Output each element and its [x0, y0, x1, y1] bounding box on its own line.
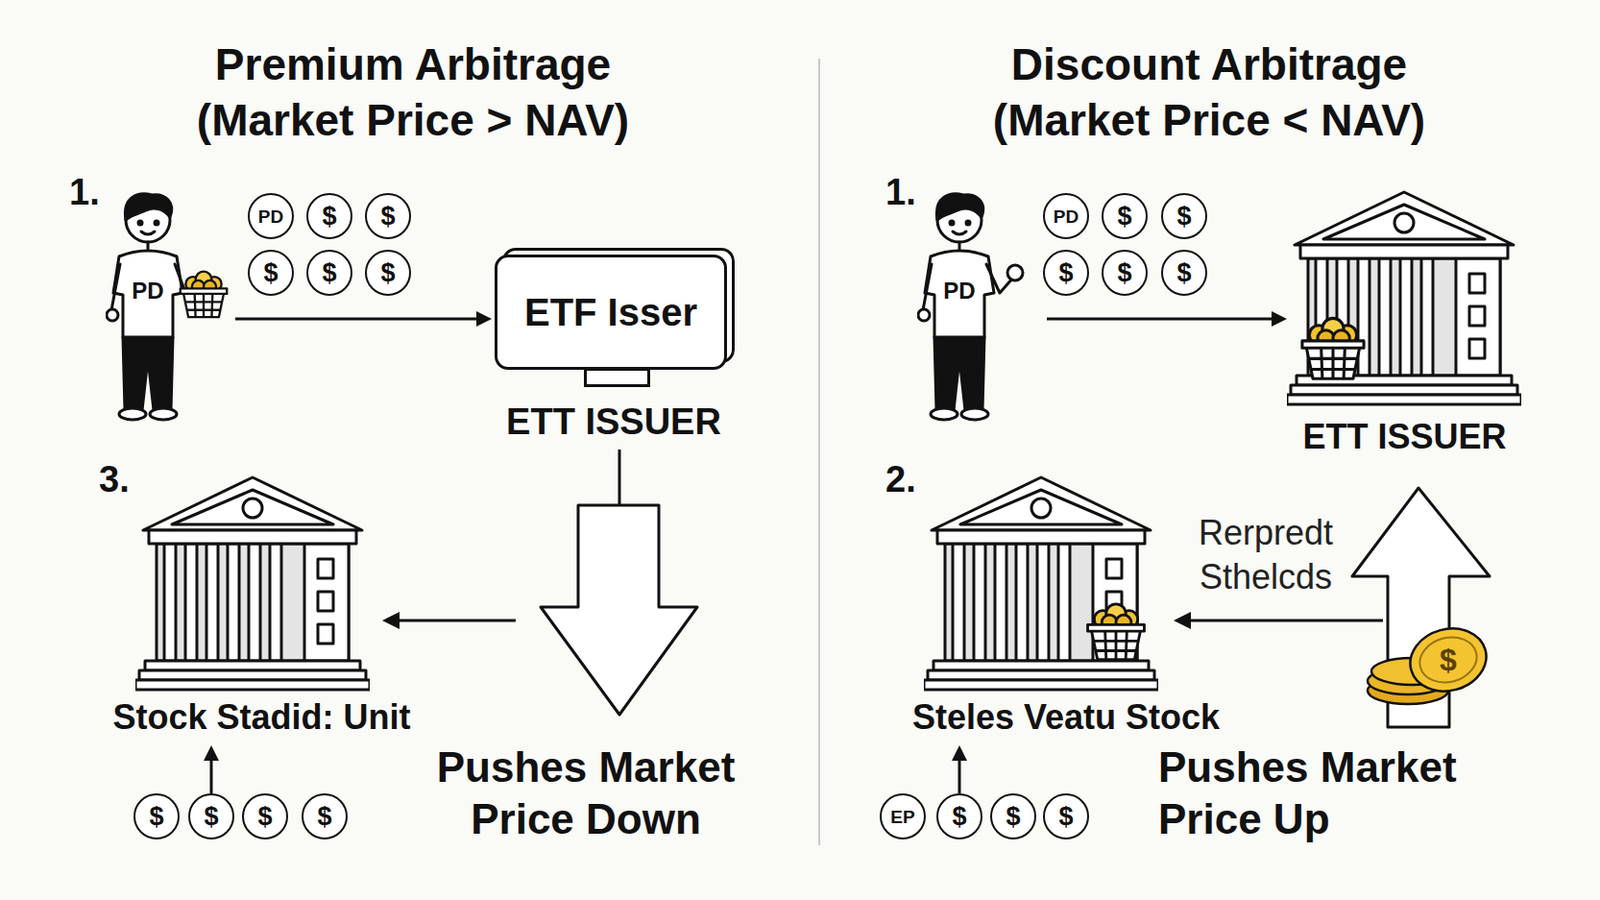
- coin-circle: $: [1101, 193, 1148, 240]
- shirt-text: PD: [117, 277, 179, 305]
- coin-circle: $: [1161, 249, 1208, 296]
- coin-text: $: [1058, 801, 1073, 832]
- arrow-line: [958, 758, 962, 794]
- arrow-line: [1046, 316, 1274, 320]
- coin-circle: $: [1161, 193, 1208, 240]
- coin-circle: $: [301, 793, 348, 840]
- coin-text: $: [1005, 801, 1020, 832]
- building-label: ETT ISSUER: [1286, 416, 1523, 458]
- arrow-line: [210, 758, 214, 794]
- bank-building: [135, 474, 370, 692]
- coin-text: $: [1176, 201, 1191, 232]
- issuer-name: ETF Isser: [524, 290, 698, 335]
- coin-text: $: [321, 258, 337, 289]
- coin-circle: $: [364, 193, 412, 240]
- up-block-arrow: [1352, 487, 1490, 728]
- coin-text: $: [148, 801, 164, 832]
- issuer-box-stand: [583, 367, 651, 388]
- flow-arrow: [203, 745, 219, 794]
- gold-coin: $: [1363, 619, 1494, 708]
- down-block-arrow: [540, 505, 698, 715]
- bank-building: [923, 474, 1159, 692]
- arrow-line: [235, 316, 479, 320]
- coin-text: $: [203, 801, 219, 832]
- text-label: 3.: [98, 458, 130, 501]
- bank-node: ETT ISSUER: [1286, 189, 1523, 463]
- coin-text: $: [951, 801, 967, 832]
- coin-circle: $: [1042, 793, 1090, 840]
- coin-text: $: [1176, 258, 1191, 289]
- arrow-head: [476, 311, 492, 327]
- building-label: Steles Veatu Stock: [897, 697, 1235, 738]
- gold-coins: [1363, 619, 1494, 708]
- coin-circle: $: [936, 793, 983, 840]
- coin-text: $: [257, 801, 272, 832]
- participant-figure: PD: [917, 187, 1047, 423]
- bank-building: [1286, 189, 1522, 407]
- coin-symbol: $: [1429, 638, 1468, 681]
- coin-text: $: [1116, 201, 1132, 232]
- coin-text: PD: [258, 205, 284, 228]
- text-label: Pushes Market Price Up: [1158, 741, 1543, 846]
- coin-circle: $: [364, 249, 412, 296]
- coin-circle: EP: [879, 793, 926, 840]
- text-label: Rerpredt Sthelcds: [1179, 510, 1353, 600]
- bank-node: Steles Veatu Stock: [897, 474, 1235, 746]
- coin-text: $: [1058, 258, 1073, 289]
- text-label: 2.: [885, 458, 917, 501]
- flow-arrow: [235, 311, 492, 327]
- arrow-head: [203, 745, 219, 761]
- text-label: Discount Arbitrage (Market Price < NAV): [949, 36, 1469, 148]
- arrow-head: [1173, 611, 1191, 630]
- coin-circle: $: [306, 193, 353, 240]
- bank-node: Stock Stadid: Unit: [96, 474, 428, 746]
- issuer-label: ETT ISSUER: [491, 401, 736, 442]
- coin-text: $: [380, 258, 395, 289]
- coin-text: EP: [890, 805, 915, 828]
- coin-circle: $: [306, 249, 353, 296]
- coin-text: $: [321, 201, 337, 232]
- coin-circle: $: [188, 793, 235, 840]
- coin-circle: PD: [247, 193, 294, 240]
- person-figure: [105, 187, 236, 423]
- text-label: Pushes Market Price Down: [412, 741, 759, 846]
- coin-circle: $: [1101, 249, 1148, 296]
- person-figure: [917, 187, 1047, 423]
- coin-text: $: [1116, 258, 1132, 289]
- coin-circle: $: [242, 793, 289, 840]
- shirt-text: PD: [928, 277, 991, 305]
- arrow-head: [382, 611, 400, 630]
- issuer-box: ETF IsserETT ISSUER: [491, 247, 736, 445]
- building-label: Stock Stadid: Unit: [96, 697, 428, 738]
- stem-line: [618, 449, 622, 506]
- flow-arrow: [1046, 311, 1287, 327]
- text-label: 1.: [69, 170, 100, 214]
- text-label: 1.: [885, 170, 917, 214]
- arrow-head: [951, 745, 968, 761]
- coin-circle: $: [247, 249, 294, 296]
- arrow-head: [1271, 311, 1287, 327]
- flow-arrow-line: [397, 619, 516, 623]
- coin-circle: $: [133, 793, 180, 840]
- coin-circle: $: [1042, 249, 1090, 296]
- coin-text: PD: [1053, 205, 1079, 228]
- coin-text: $: [263, 258, 278, 289]
- coin-text: $: [380, 201, 395, 232]
- issuer-box-front: ETF Isser: [494, 254, 728, 370]
- flow-arrow: [951, 745, 968, 794]
- panel-divider: [818, 58, 821, 846]
- participant-figure: PD: [105, 187, 236, 423]
- coin-text: $: [316, 801, 332, 832]
- coin-circle: PD: [1042, 193, 1090, 240]
- coin-circle: $: [990, 793, 1037, 840]
- flow-arrow-line: [1188, 619, 1383, 623]
- text-label: Premium Arbitrage (Market Price > NAV): [153, 36, 673, 148]
